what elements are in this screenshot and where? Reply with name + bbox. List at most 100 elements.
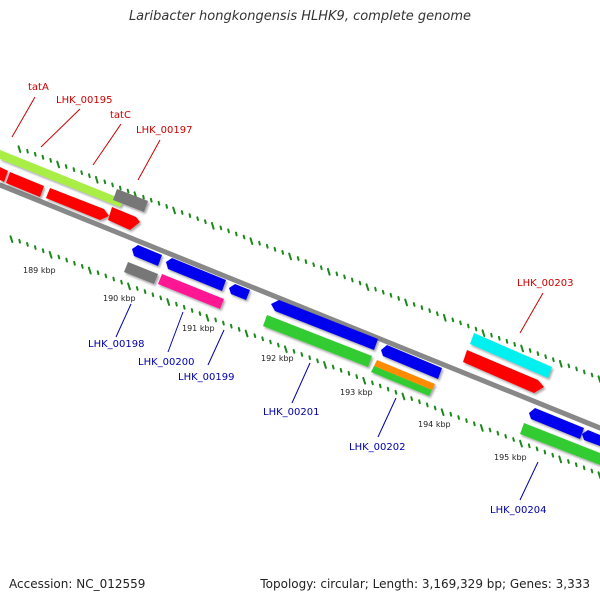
lower-tick bbox=[143, 289, 147, 294]
upper-tick bbox=[33, 151, 37, 157]
upper-tick bbox=[397, 296, 400, 301]
genome-backbone bbox=[0, 182, 600, 431]
gene-label-LHK_00201: LHK_00201 bbox=[263, 407, 319, 418]
lower-tick bbox=[112, 276, 115, 282]
upper-tick bbox=[72, 167, 76, 172]
lower-tick bbox=[378, 383, 382, 389]
upper-tick bbox=[552, 357, 555, 363]
lower-tick bbox=[253, 333, 257, 338]
lower-tick bbox=[81, 264, 84, 269]
gene-label-LHK_00203: LHK_00203 bbox=[517, 278, 573, 289]
gene-green-bar-3 bbox=[520, 423, 600, 465]
scale-label-194: 194 kbp bbox=[418, 420, 451, 429]
upper-tick bbox=[157, 200, 161, 206]
lower-tick bbox=[567, 459, 570, 464]
upper-tick bbox=[381, 289, 385, 295]
lower-tick bbox=[401, 392, 406, 401]
lower-tick bbox=[205, 313, 210, 322]
upper-tick bbox=[235, 231, 238, 237]
lower-tick bbox=[41, 248, 45, 254]
accession-label: Accession: NC_012559 bbox=[9, 577, 146, 591]
upper-tick bbox=[49, 158, 52, 163]
upper-tick bbox=[420, 305, 424, 310]
gene-red-arrow-4 bbox=[108, 207, 140, 230]
upper-tick bbox=[258, 240, 261, 246]
lower-tick bbox=[300, 352, 304, 357]
upper-tick bbox=[520, 344, 524, 353]
scale-label-191: 191 kbp bbox=[182, 324, 215, 333]
lower-tick bbox=[198, 311, 202, 316]
lower-tick bbox=[410, 396, 413, 401]
gene-green-bar-2 bbox=[371, 366, 432, 396]
scale-label-190: 190 kbp bbox=[103, 294, 136, 303]
lower-tick bbox=[574, 462, 578, 468]
upper-tick bbox=[404, 298, 408, 307]
upper-tick bbox=[442, 313, 447, 322]
gene-red-arrow-5 bbox=[463, 350, 544, 393]
scale-label-193: 193 kbp bbox=[340, 388, 373, 397]
lower-tick bbox=[465, 418, 468, 423]
genome-summary: Topology: circular; Length: 3,169,329 bp… bbox=[260, 577, 590, 591]
gene-green-bar-1 bbox=[263, 315, 372, 367]
lower-tick bbox=[339, 367, 343, 373]
upper-tick bbox=[467, 323, 470, 329]
lower-tick bbox=[283, 345, 288, 354]
lower-tick bbox=[18, 238, 21, 244]
lower-tick bbox=[104, 273, 108, 279]
upper-tick bbox=[119, 185, 122, 191]
lower-tick bbox=[504, 434, 507, 439]
lower-tick bbox=[57, 254, 61, 260]
lower-tick bbox=[87, 266, 92, 275]
upper-tick bbox=[528, 348, 532, 353]
lower-tick bbox=[473, 421, 476, 427]
lower-tick bbox=[488, 427, 492, 433]
upper-tick bbox=[536, 351, 540, 356]
upper-tick bbox=[459, 320, 462, 326]
upper-tick bbox=[481, 329, 486, 337]
lower-tick bbox=[96, 270, 100, 276]
upper-tick bbox=[288, 252, 292, 261]
gene-red-arrow-3 bbox=[46, 188, 109, 220]
lower-tick bbox=[582, 465, 586, 471]
upper-tick bbox=[249, 237, 254, 245]
lower-tick bbox=[151, 292, 155, 298]
lower-tick-row bbox=[9, 235, 600, 479]
upper-tick bbox=[204, 219, 207, 225]
gene-label-LHK_00200: LHK_00200 bbox=[138, 357, 194, 368]
gene-label-LHK_00204: LHK_00204 bbox=[490, 505, 546, 516]
upper-tick bbox=[583, 369, 586, 375]
upper-tick bbox=[374, 286, 377, 292]
upper-tick bbox=[103, 179, 107, 185]
upper-tick bbox=[273, 246, 277, 252]
upper-tick bbox=[296, 256, 300, 261]
upper-tick bbox=[56, 160, 60, 169]
lower-tick bbox=[73, 260, 76, 266]
lower-tick bbox=[418, 399, 421, 405]
upper-tick bbox=[281, 250, 284, 255]
upper-tick bbox=[80, 170, 83, 175]
gene-blue-arrow-3 bbox=[229, 284, 250, 300]
gene-blue-arrow-6 bbox=[529, 408, 584, 439]
gene-gray-bar-2 bbox=[124, 262, 158, 284]
lower-tick bbox=[449, 411, 453, 417]
top-label-leaders bbox=[11, 96, 544, 334]
upper-tick bbox=[365, 283, 370, 291]
gene-label-tatC: tatC bbox=[110, 110, 131, 121]
upper-tick bbox=[320, 265, 323, 271]
lower-tick bbox=[316, 358, 319, 364]
lower-tick bbox=[120, 279, 123, 285]
upper-tick bbox=[389, 292, 393, 298]
lower-tick bbox=[308, 355, 311, 361]
lower-tick bbox=[355, 374, 359, 379]
upper-tick bbox=[567, 363, 571, 369]
lower-tick bbox=[26, 242, 29, 247]
upper-tick bbox=[180, 210, 184, 215]
upper-tick bbox=[172, 206, 176, 215]
upper-tick bbox=[326, 267, 331, 276]
upper-tick bbox=[343, 274, 346, 280]
gene-label-LHK_00202: LHK_00202 bbox=[349, 442, 405, 453]
upper-tick bbox=[497, 335, 501, 341]
lower-tick bbox=[386, 386, 390, 392]
upper-tick bbox=[142, 194, 145, 200]
